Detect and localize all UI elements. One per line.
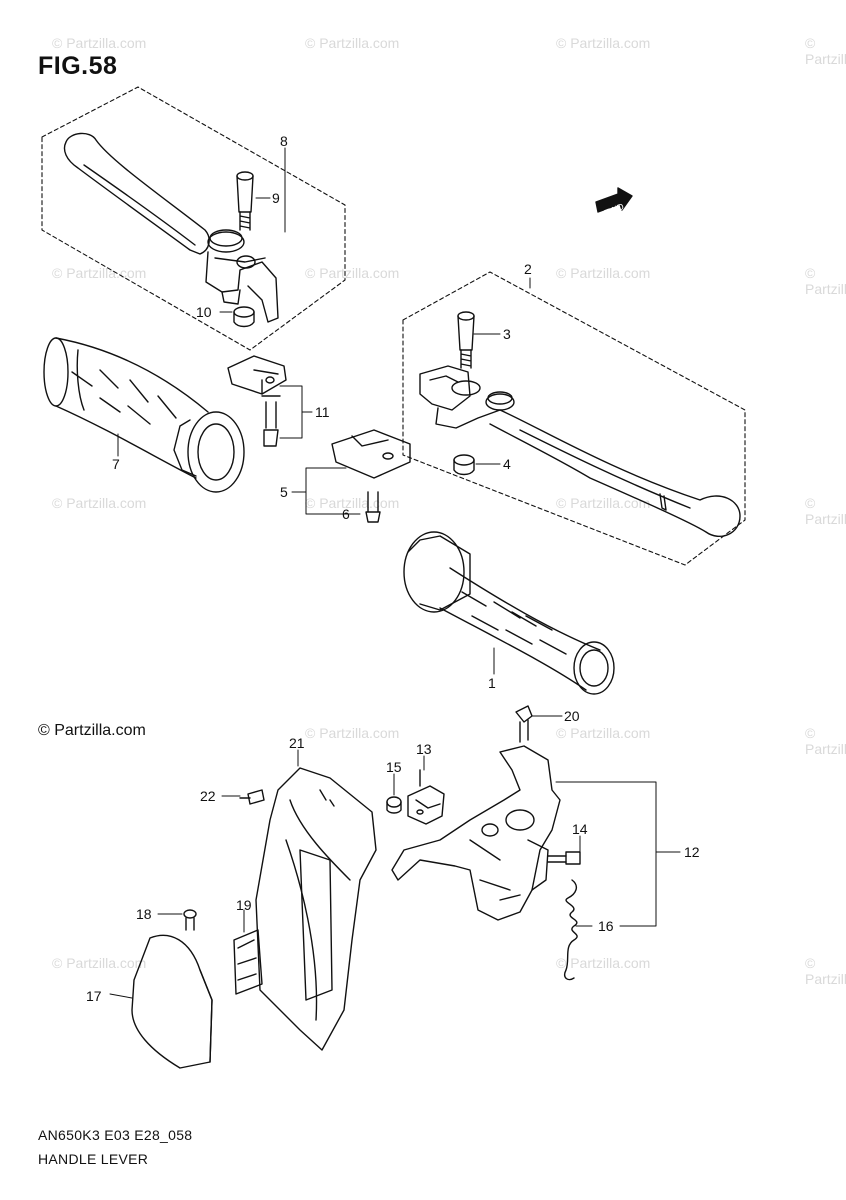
watermark: © Partzilla.com: [305, 495, 400, 511]
callout-21: 21: [289, 735, 305, 751]
switch-5: [331, 429, 411, 523]
watermark: © Partzilla.com: [556, 265, 651, 281]
watermark: © Partzilla.com: [556, 495, 651, 511]
callout-5: 5: [280, 484, 288, 500]
switch-11: [227, 355, 287, 447]
callout-6: 6: [342, 506, 350, 522]
right-brake-lever: [419, 365, 741, 537]
callout-20: 20: [564, 708, 580, 724]
callout-19: 19: [236, 897, 252, 913]
watermark: © Partzilla.com: [556, 725, 651, 741]
parking-bracket-12: [391, 745, 561, 921]
callout-18: 18: [136, 906, 152, 922]
copyright-notice: © Partzilla.com: [38, 722, 146, 739]
leader-lines: [109, 147, 681, 999]
throttle-grip-1: [403, 531, 615, 695]
drawing-title: HANDLE LEVER: [38, 1151, 149, 1167]
watermark: © Partzilla.com: [805, 265, 846, 297]
callout-2: 2: [524, 261, 532, 277]
nut-15: [386, 796, 402, 814]
callout-4: 4: [503, 456, 511, 472]
callout-14: 14: [572, 821, 588, 837]
watermark: © Partzilla.com: [52, 35, 147, 51]
nut-10: [233, 306, 255, 328]
switch-13: [407, 769, 445, 825]
figure-title: FIG.58: [38, 52, 118, 80]
lid-17: [131, 934, 213, 1069]
watermark: © Partzilla.com: [805, 725, 846, 757]
pivot-bolt-3: [457, 311, 475, 369]
bolt-20: [515, 705, 533, 743]
callout-layer: 8 9 10 2 3 4 11 7 5 6 1 20 13 15 21 22 1…: [86, 133, 700, 1004]
watermark: © Partzilla.com: [305, 725, 400, 741]
left-brake-lever: [63, 132, 279, 323]
watermark: © Partzilla.com: [805, 955, 846, 987]
callout-10: 10: [196, 304, 212, 320]
left-grip-7: [43, 337, 245, 493]
grommet-19: [233, 929, 263, 995]
watermark: © Partzilla.com: [556, 35, 651, 51]
spring-16: [564, 879, 578, 981]
screw-22: [239, 789, 265, 805]
assembly-box-2: [402, 271, 746, 566]
callout-16: 16: [598, 918, 614, 934]
assembly-box-8: [41, 86, 346, 351]
drawing-code: AN650K3 E03 E28_058: [38, 1127, 193, 1143]
nut-4: [453, 454, 475, 476]
watermark: © Partzilla.com: [305, 35, 400, 51]
callout-1: 1: [488, 675, 496, 691]
callout-12: 12: [684, 844, 700, 860]
watermark: © Partzilla.com: [52, 495, 147, 511]
fwd-arrow: [595, 187, 633, 213]
screw-18: [183, 909, 197, 931]
callout-7: 7: [112, 456, 120, 472]
callout-13: 13: [416, 741, 432, 757]
watermark: © Partzilla.com: [805, 35, 846, 67]
callout-22: 22: [200, 788, 216, 804]
watermark: © Partzilla.com: [305, 265, 400, 281]
callout-15: 15: [386, 759, 402, 775]
cover-21: [255, 767, 377, 1051]
callout-3: 3: [503, 326, 511, 342]
bolt-14: [547, 851, 581, 865]
callout-8: 8: [280, 133, 288, 149]
watermark: © Partzilla.com: [556, 955, 651, 971]
callout-9: 9: [272, 190, 280, 206]
callout-11: 11: [315, 404, 330, 420]
callout-17: 17: [86, 988, 102, 1004]
pivot-bolt-9: [236, 171, 254, 231]
watermark: © Partzilla.com: [805, 495, 846, 527]
watermark: © Partzilla.com: [52, 955, 147, 971]
